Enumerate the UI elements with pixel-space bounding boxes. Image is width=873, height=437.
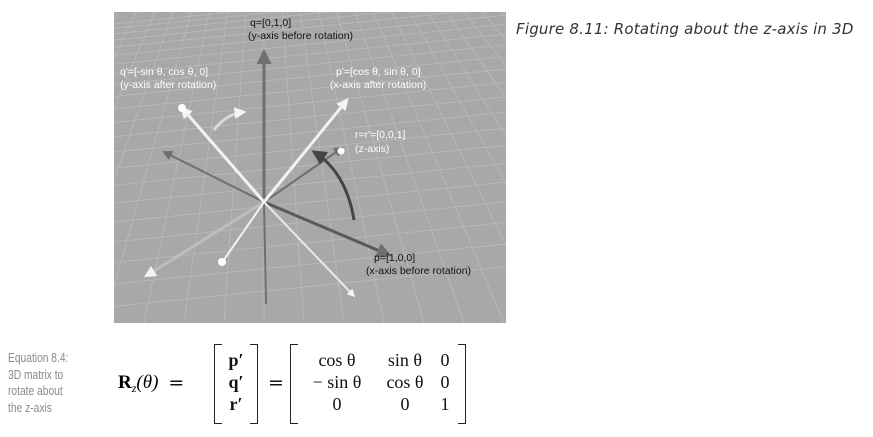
equation-label-line: the z-axis xyxy=(8,400,52,415)
grid-line xyxy=(333,0,425,324)
grid-line xyxy=(223,0,247,324)
grid-line xyxy=(315,0,385,324)
rotation-figure-svg: q=[0,1,0] (y-axis before rotation) q'=[-… xyxy=(0,0,873,324)
label-r: r=r'=[0,0,1] xyxy=(355,129,406,141)
grid-line xyxy=(113,127,507,169)
p-prime-axis-negative xyxy=(220,201,265,265)
label-q: q=[0,1,0] xyxy=(250,17,291,29)
label-p: p=[1,0,0] xyxy=(374,252,415,264)
grid-line xyxy=(113,14,507,56)
grid-line xyxy=(113,111,507,153)
equals-sign-2: = xyxy=(268,372,284,394)
p-axis xyxy=(263,200,392,258)
rotated-axes xyxy=(178,98,356,298)
label-p-prime-desc: (x-axis after rotation) xyxy=(330,79,426,91)
matrix-subscript: z xyxy=(131,380,137,395)
matrix-cell-2-2: 1 xyxy=(440,394,450,414)
figure-caption: Figure 8.11: Rotating about the z-axis i… xyxy=(516,20,854,38)
matrix-cell-1-2: 0 xyxy=(440,372,450,392)
label-p-desc: (x-axis before rotation) xyxy=(366,265,471,277)
grid-line xyxy=(113,162,507,204)
matrix-cell-2-1: 0 xyxy=(400,394,410,414)
grid-line xyxy=(103,0,195,324)
rotation-arc-q xyxy=(212,107,247,131)
matrix-cell-0-0: cos θ xyxy=(318,350,356,370)
grid-line xyxy=(113,243,507,285)
matrix-right-bracket xyxy=(458,344,466,424)
grid-line xyxy=(281,0,305,324)
p-axis-negative xyxy=(162,151,265,203)
grid-line xyxy=(113,96,507,138)
rotation-figure: q=[0,1,0] (y-axis before rotation) q'=[-… xyxy=(0,0,873,324)
grid-line xyxy=(113,23,507,65)
q-prime-tip xyxy=(178,104,186,112)
r-axis-negative xyxy=(143,200,265,278)
matrix-left-bracket xyxy=(290,344,298,424)
equation-label-line: Equation 8.4: xyxy=(8,351,69,365)
grid-line xyxy=(113,82,507,123)
grid-line xyxy=(298,0,345,324)
label-r-desc: (z-axis) xyxy=(355,143,389,155)
original-axes xyxy=(143,49,392,305)
grid-line xyxy=(113,6,507,48)
matrix-cell-0-1: sin θ xyxy=(387,350,423,370)
q-prime-axis-negative xyxy=(263,201,356,298)
grid-line xyxy=(183,0,230,324)
r-tip xyxy=(337,147,345,155)
grid-line xyxy=(113,266,507,307)
grid-line xyxy=(367,0,505,324)
origin-marker xyxy=(218,258,226,266)
q-axis-negative xyxy=(263,201,267,305)
vector-right-bracket xyxy=(250,344,258,424)
label-q-prime: q'=[-sin θ, cos θ, 0] xyxy=(120,66,208,78)
matrix-cell-1-1: cos θ xyxy=(386,372,424,392)
matrix-cell-1-0: − sin θ xyxy=(312,372,362,392)
grid-line xyxy=(350,0,465,324)
vector-p-prime: p′ xyxy=(228,350,244,370)
q-prime-axis xyxy=(180,106,266,203)
matrix-cell-2-0: 0 xyxy=(332,394,342,414)
equation-label: Equation 8.4: 3D matrix to rotate about … xyxy=(8,350,82,416)
grid-line xyxy=(113,181,507,223)
vector-left-bracket xyxy=(214,344,222,424)
matrix-symbol: R xyxy=(118,372,132,393)
vector-q-prime: q′ xyxy=(228,372,244,392)
p-prime-axis xyxy=(262,98,349,203)
matrix-argument: (θ) xyxy=(136,372,159,393)
label-q-prime-desc: (y-axis after rotation) xyxy=(120,79,216,91)
grid-line xyxy=(113,144,507,186)
matrix-cell-0-2: 0 xyxy=(440,350,450,370)
grid-line xyxy=(113,33,507,75)
figure-background xyxy=(114,12,506,323)
equals-sign: = xyxy=(168,372,185,394)
grid-line xyxy=(113,44,507,86)
grid-line xyxy=(113,56,507,97)
rotation-arc-p xyxy=(311,150,356,221)
equation-lhs: R z (θ) = xyxy=(118,372,185,395)
grid-line xyxy=(143,0,213,324)
vector-r-prime: r′ xyxy=(229,394,243,414)
r-axis xyxy=(263,146,344,203)
label-p-prime: p'=[cos θ, sin θ, 0] xyxy=(336,66,421,78)
grid-line xyxy=(385,0,545,324)
equation-label-line: 3D matrix to xyxy=(8,367,64,382)
equation-label-line: rotate about xyxy=(8,384,63,398)
grid-line xyxy=(113,68,507,110)
label-q-desc: (y-axis before rotation) xyxy=(248,30,353,42)
